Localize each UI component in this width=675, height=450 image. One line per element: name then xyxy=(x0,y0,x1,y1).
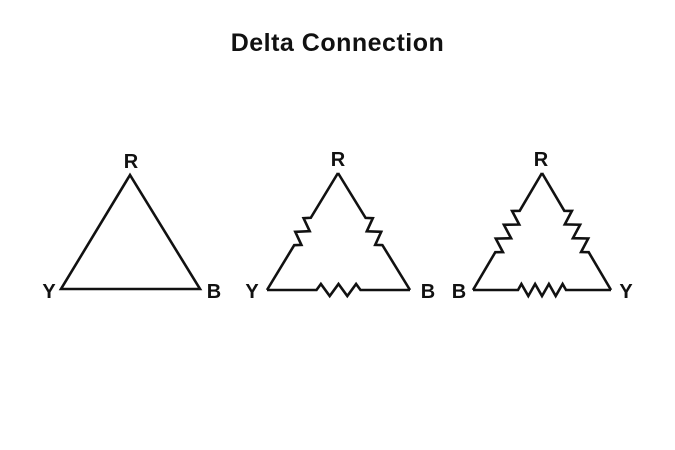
label-top-r: R xyxy=(534,149,549,171)
label-top-r: R xyxy=(331,149,346,171)
label-bottom-left-b: B xyxy=(452,281,466,303)
label-bottom-left-y: Y xyxy=(42,281,56,303)
resistor-edge-b-y xyxy=(473,281,611,299)
triangle-resistors-1: R Y B xyxy=(245,149,435,303)
resistor-edge-y-b xyxy=(267,281,410,299)
triangle-resistors-2: R B Y xyxy=(452,149,634,303)
label-bottom-right-b: B xyxy=(207,281,221,303)
label-bottom-right-y: Y xyxy=(619,281,633,303)
triangle-plain: R Y B xyxy=(42,151,221,303)
resistor-edge-r-b xyxy=(336,172,412,291)
resistor-edge-y-r xyxy=(265,172,340,291)
label-bottom-left-y: Y xyxy=(245,281,259,303)
resistor-edge-r-y xyxy=(540,172,613,291)
resistor-edge-b-r xyxy=(471,172,544,291)
label-top-r: R xyxy=(124,151,139,173)
triangle-outline xyxy=(58,172,203,291)
label-bottom-right-b: B xyxy=(421,281,435,303)
page-title: Delta Connection xyxy=(230,29,445,57)
